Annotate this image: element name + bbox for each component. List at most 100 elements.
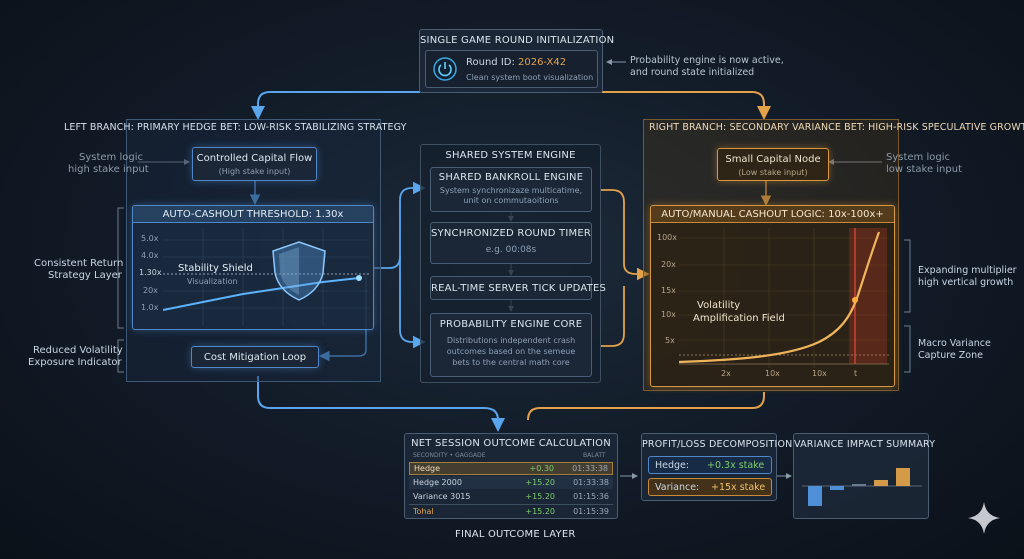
left-chart-plot xyxy=(163,228,369,326)
round-timer-sub: e.g. 00:08s xyxy=(485,245,537,255)
power-icon xyxy=(433,57,457,81)
right-y-tick-3: 10x xyxy=(661,310,676,319)
bankroll-sub-line1: System synchronizaze multicatime, xyxy=(439,186,583,195)
cashout-logic-panel: AUTO/MANUAL CASHOUT LOGIC: 10x-100x+ 100… xyxy=(650,205,895,387)
row-value: +15.20 xyxy=(525,506,555,516)
bankroll-sub-line2: unit on commutaoitions xyxy=(463,196,559,205)
controlled-capital-flow-node: Controlled Capital Flow (High stake inpu… xyxy=(192,147,317,181)
row-time: 01:15:36 xyxy=(573,492,609,501)
left-y-tick-0: 5.0x xyxy=(141,234,159,243)
final-outcome-label: FINAL OUTCOME LAYER xyxy=(455,529,576,540)
engine-note-line2: and round state initialized xyxy=(630,67,755,78)
reduced-volatility-line1: Reduced Volatility xyxy=(33,345,123,356)
row-time: 01:33:38 xyxy=(573,478,609,487)
strategy-layer-line1: Consistent Return xyxy=(34,258,124,269)
right-x-tick-1: 10x xyxy=(765,369,780,378)
left-y-tick-3: 20x xyxy=(143,286,158,295)
engine-note-line1: Probability engine is now active, xyxy=(630,55,784,66)
right-y-tick-0: 100x xyxy=(657,233,678,242)
macro-variance-line1: Macro Variance xyxy=(918,338,991,349)
table-row: Hedge +0.30 01:33:38 xyxy=(409,462,613,475)
round-id-value: 2026-X42 xyxy=(518,57,567,68)
row-value: +15.20 xyxy=(525,478,555,487)
cost-mitigation-loop-node: Cost Mitigation Loop xyxy=(191,346,319,368)
variance-impact-title: VARIANCE IMPACT SUMMARY xyxy=(794,439,936,450)
cashout-logic-header xyxy=(651,206,894,223)
round-timer-node: SYNCHRONIZED ROUND TIMER e.g. 00:08s xyxy=(430,222,592,264)
right-x-tick-3: t xyxy=(854,369,858,378)
shield-icon xyxy=(272,241,326,301)
server-tick-title: REAL-TIME SERVER TICK UPDATES xyxy=(431,283,607,294)
round-id-card: Round ID: 2026-X42 Clean system boot vis… xyxy=(425,50,598,88)
pl-hedge-row: Hedge: +0.3x stake xyxy=(648,456,772,474)
row-value: +15.20 xyxy=(525,492,555,501)
volatility-field-line1: Volatility xyxy=(697,300,741,311)
row-name: Variance 3015 xyxy=(413,492,471,501)
probability-core-line2: outcomes based on the semeue xyxy=(446,347,576,356)
right-x-tick-2: 10x xyxy=(812,369,827,378)
shared-engine-title: SHARED SYSTEM ENGINE xyxy=(445,150,576,161)
probability-core-line3: bets to the central math core xyxy=(452,358,570,367)
right-chart-plot xyxy=(679,228,889,368)
pl-variance-label: Variance: xyxy=(655,482,700,493)
expanding-multiplier-line2: high vertical growth xyxy=(918,277,1014,288)
variance-impact-bars xyxy=(802,468,922,506)
reduced-volatility-line2: Exposure Indicator xyxy=(28,357,122,368)
left-y-tick-1: 4.0x xyxy=(141,251,159,260)
right-side-note-line1: System logic xyxy=(886,152,950,163)
auto-cashout-panel: AUTO-CASHOUT THRESHOLD: 1.30x 5.0x 4.0x … xyxy=(132,205,374,330)
pl-hedge-value: +0.3x stake xyxy=(707,460,765,471)
right-y-tick-2: 15x xyxy=(661,286,676,295)
strategy-layer-line2: Strategy Layer xyxy=(48,270,122,281)
net-table-header-b: BALATT xyxy=(583,452,606,459)
right-y-tick-4: 5x xyxy=(665,336,675,345)
left-y-tick-2: 1.30x xyxy=(139,268,162,277)
bankroll-title: SHARED BANKROLL ENGINE xyxy=(438,172,584,183)
row-value: +0.30 xyxy=(529,464,554,473)
expanding-multiplier-line1: Expanding multiplier xyxy=(918,265,1017,276)
probability-core-line1: Distributions independent crash xyxy=(446,336,576,345)
pl-hedge-label: Hedge: xyxy=(655,460,690,471)
row-name: Hedge xyxy=(414,464,441,473)
right-y-tick-1: 20x xyxy=(661,260,676,269)
net-table-header-a: SECONDITY • GAGGADE xyxy=(413,452,486,459)
right-side-note-line2: low stake input xyxy=(886,164,963,175)
row-time: 01:15:39 xyxy=(573,506,609,516)
stability-shield-label: Stability Shield xyxy=(178,263,253,274)
macro-variance-line2: Capture Zone xyxy=(918,350,983,361)
pl-variance-value: +15x stake xyxy=(711,482,766,493)
auto-cashout-title: AUTO-CASHOUT THRESHOLD: 1.30x xyxy=(162,209,344,220)
stability-shield-sub: Visualization xyxy=(187,277,238,286)
shared-bankroll-node: SHARED BANKROLL ENGINE System synchroniz… xyxy=(430,167,592,212)
capital-flow-title: Controlled Capital Flow xyxy=(196,153,313,164)
small-capital-sub: (Low stake input) xyxy=(738,168,808,177)
net-session-title: NET SESSION OUTCOME CALCULATION xyxy=(411,438,611,449)
right-branch-title: RIGHT BRANCH: SECONDARY VARIANCE BET: HI… xyxy=(649,122,1024,133)
cashout-logic-title: AUTO/MANUAL CASHOUT LOGIC: 10x-100x+ xyxy=(661,209,884,220)
left-y-tick-4: 1.0x xyxy=(141,303,159,312)
round-id-label: Round ID: xyxy=(466,57,515,68)
profit-loss-panel: PROFIT/LOSS DECOMPOSITION Hedge: +0.3x s… xyxy=(641,433,793,501)
row-name: Hedge 2000 xyxy=(413,478,462,487)
pl-variance-row: Variance: +15x stake xyxy=(648,478,772,496)
cost-mitigation-label: Cost Mitigation Loop xyxy=(203,352,307,363)
round-init-panel: SINGLE GAME ROUND INITIALIZATION Round I… xyxy=(419,29,615,93)
row-name: Tohal xyxy=(413,506,434,516)
right-x-tick-0: 2x xyxy=(721,369,731,378)
left-side-note-line1: System logic xyxy=(79,152,143,163)
small-capital-node: Small Capital Node (Low stake input) xyxy=(717,148,829,181)
server-tick-node: REAL-TIME SERVER TICK UPDATES xyxy=(430,276,607,300)
probability-core-node: PROBABILITY ENGINE CORE Distributions in… xyxy=(430,313,592,377)
left-side-note-line2: high stake input xyxy=(68,164,149,175)
round-init-title: SINGLE GAME ROUND INITIALIZATION xyxy=(420,35,615,46)
row-time: 01:33:38 xyxy=(572,464,608,473)
round-timer-title: SYNCHRONIZED ROUND TIMER xyxy=(431,228,591,239)
round-boot-subtitle: Clean system boot visualization xyxy=(466,73,594,82)
volatility-field-line2: Amplification Field xyxy=(693,313,785,324)
variance-impact-panel: VARIANCE IMPACT SUMMARY xyxy=(793,433,936,519)
probability-core-title: PROBABILITY ENGINE CORE xyxy=(439,319,583,330)
profit-loss-title: PROFIT/LOSS DECOMPOSITION xyxy=(642,439,793,450)
table-row: Tohal +15.20 01:15:39 xyxy=(409,504,613,517)
capital-flow-sub: (High stake input) xyxy=(218,167,291,176)
auto-cashout-header xyxy=(133,206,373,223)
